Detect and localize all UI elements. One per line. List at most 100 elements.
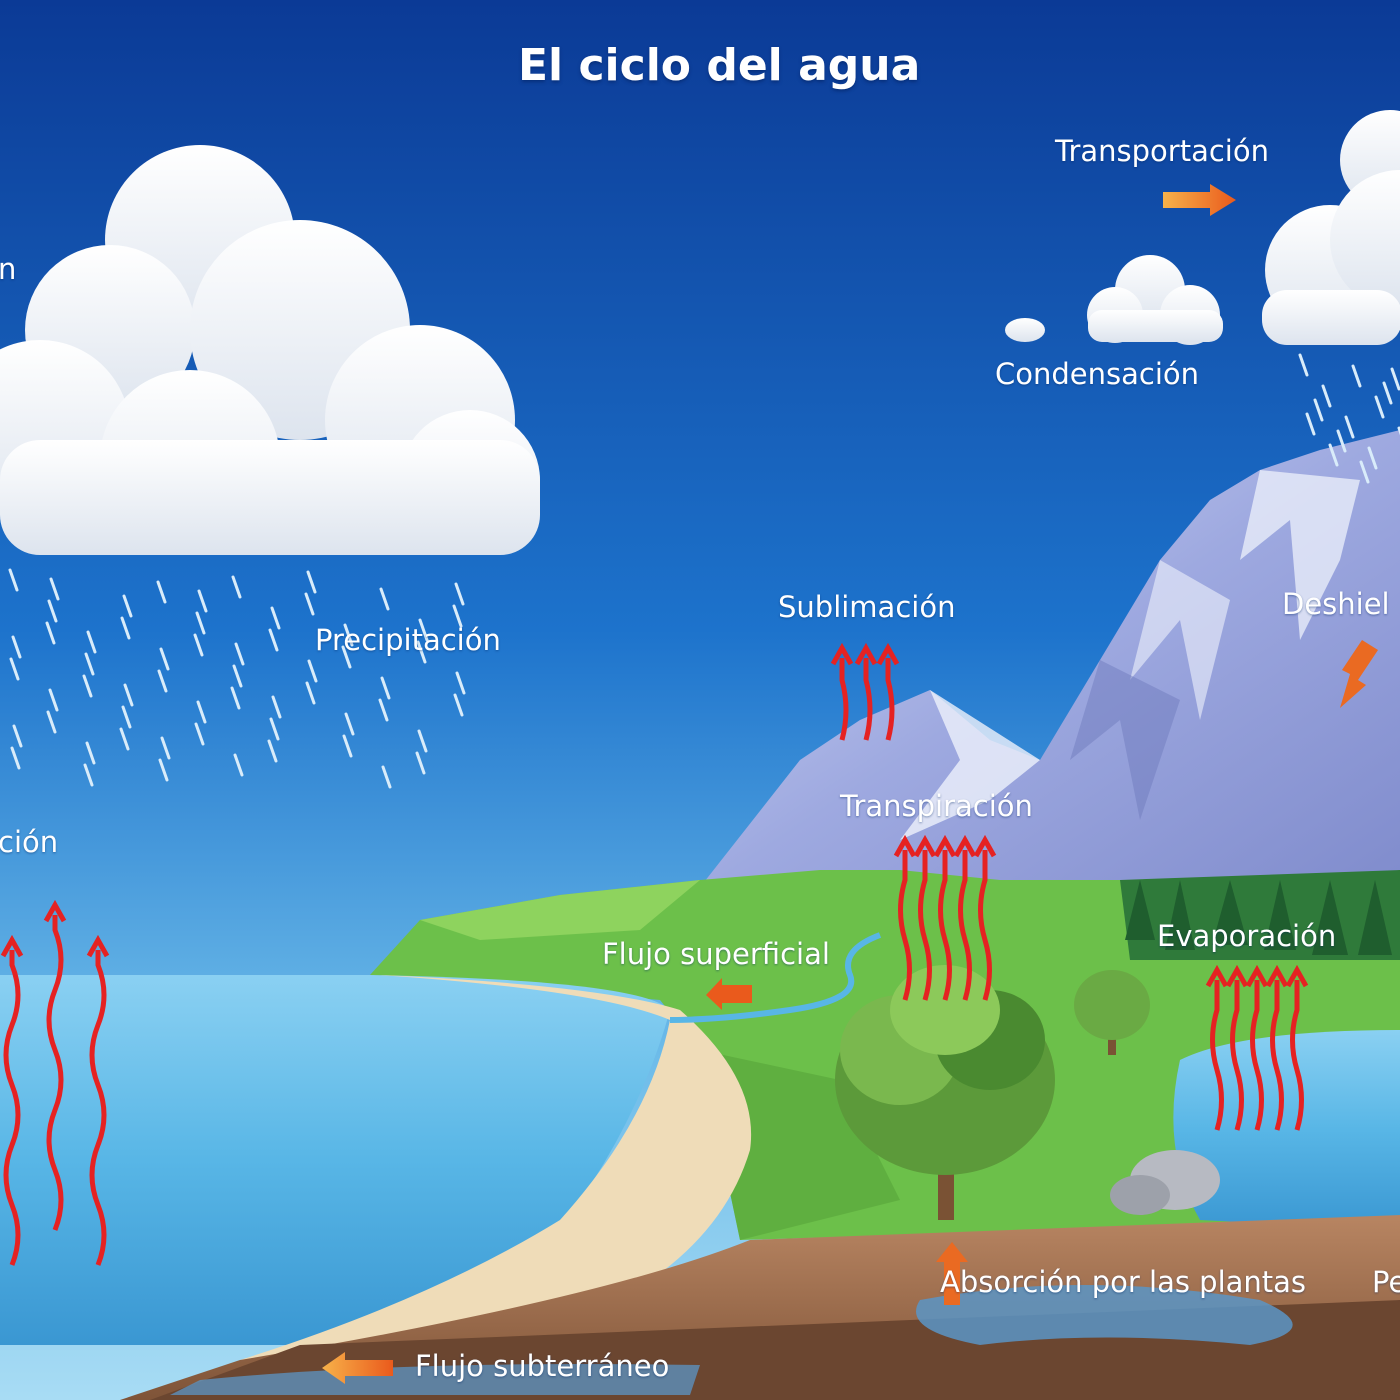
rain-drop: [418, 618, 429, 642]
rain-drop: [10, 746, 21, 770]
rain-drop: [1390, 367, 1400, 391]
absorption-arrow: [936, 1242, 968, 1305]
rain-drop: [380, 676, 391, 700]
rain-drop: [83, 763, 94, 787]
cloud-tiny: [1005, 318, 1045, 342]
rain-drop: [267, 739, 278, 763]
rain-drop: [270, 606, 281, 630]
rain-drop: [196, 700, 207, 724]
rain-drop: [157, 669, 168, 693]
rain-drop: [231, 575, 242, 599]
wavy-arrow-shaft: [1210, 980, 1224, 1131]
rain-drop: [120, 616, 131, 640]
rain-drop: [119, 727, 130, 751]
label-transpiration: Transpiración: [840, 789, 1033, 823]
rain-drop: [85, 741, 96, 765]
label-sublimation: Sublimación: [778, 590, 956, 624]
runoff-arrow: [706, 978, 752, 1010]
wavy-arrow-head: [933, 834, 957, 858]
wavy-arrow-head: [1285, 964, 1309, 988]
wavy-arrow-shaft: [1250, 980, 1264, 1131]
rain-drop: [86, 630, 97, 654]
tree: [835, 965, 1055, 1220]
stream: [669, 932, 882, 1023]
rain-drop: [455, 671, 466, 695]
rain-drop: [268, 628, 279, 652]
rain-drop: [9, 657, 20, 681]
rain-drop: [378, 698, 389, 722]
wavy-arrow-head: [1205, 964, 1229, 988]
wavy-arrow-head: [830, 642, 854, 666]
mountains: [690, 430, 1400, 900]
rain-drop: [341, 645, 352, 669]
rain-drop: [1367, 446, 1378, 470]
rain-drop: [306, 570, 317, 594]
rain-drops-right: [1298, 353, 1400, 484]
rain-drop: [417, 729, 428, 753]
label-transportation: Transportación: [1055, 134, 1269, 168]
rain-drop: [269, 717, 280, 741]
rain-drop: [342, 734, 353, 758]
rain-drop: [230, 686, 241, 710]
rain-drop: [195, 611, 206, 635]
label-evaporation-left: ción: [0, 825, 59, 859]
rain-drop: [1328, 443, 1339, 467]
wavy-arrow-head: [854, 642, 878, 666]
rain-drop: [194, 722, 205, 746]
rain-drop: [1298, 353, 1309, 377]
rain-drop: [193, 633, 204, 657]
label-evaporation: Evaporación: [1157, 919, 1337, 953]
label-percolation: Pe: [1372, 1265, 1400, 1299]
wavy-arrow-head: [913, 834, 937, 858]
rain-drops: [8, 568, 466, 789]
wavy-arrow-head: [953, 834, 977, 858]
ground-layers: [120, 1215, 1400, 1400]
lake: [1173, 1030, 1400, 1230]
rain-cloud-large: [0, 145, 540, 555]
rain-drop: [344, 712, 355, 736]
label-groundwater-flow: Flujo subterráneo: [415, 1349, 670, 1383]
rain-drop: [305, 681, 316, 705]
rain-drop: [45, 621, 56, 645]
rain-drop: [82, 674, 93, 698]
rain-drop: [47, 599, 58, 623]
rain-drop: [381, 765, 392, 789]
rain-drop: [415, 751, 426, 775]
rain-drop: [1313, 398, 1324, 422]
wavy-arrow-head: [43, 899, 67, 923]
rain-drop: [1336, 429, 1347, 453]
wavy-arrow-head: [893, 834, 917, 858]
rain-drop: [379, 587, 390, 611]
pine-forest: [1125, 880, 1392, 955]
wavy-arrow-shaft: [863, 658, 873, 741]
wavy-arrow-shaft: [3, 950, 21, 1266]
beach: [240, 975, 752, 1360]
rain-drop: [121, 705, 132, 729]
wavy-arrow-head: [876, 642, 900, 666]
rain-drop: [197, 589, 208, 613]
rain-drop: [122, 594, 133, 618]
wavy-arrows: [0, 642, 1309, 1266]
rain-drop: [233, 753, 244, 777]
wavy-arrow-shaft: [885, 658, 895, 741]
rain-drop: [304, 592, 315, 616]
wavy-arrow-shaft: [1230, 980, 1244, 1131]
label-condensation: Condensación: [995, 357, 1200, 391]
rain-drop: [1344, 415, 1355, 439]
rain-drop: [158, 758, 169, 782]
rain-drop: [307, 659, 318, 683]
small-tree: [1074, 970, 1150, 1055]
wavy-arrow-head: [0, 934, 24, 958]
rain-drop: [452, 604, 463, 628]
label-precipitation: Precipitación: [315, 623, 501, 657]
rain-drop: [84, 652, 95, 676]
rain-drop: [234, 642, 245, 666]
rain-drop: [454, 582, 465, 606]
rain-drop: [1359, 460, 1370, 484]
rain-drop: [1305, 412, 1316, 436]
rain-drop: [343, 623, 354, 647]
wavy-arrow-shaft: [978, 850, 992, 1001]
snowmelt-arrow: [1340, 640, 1378, 708]
rain-drop: [8, 568, 19, 592]
cloud-small: [1087, 255, 1223, 345]
